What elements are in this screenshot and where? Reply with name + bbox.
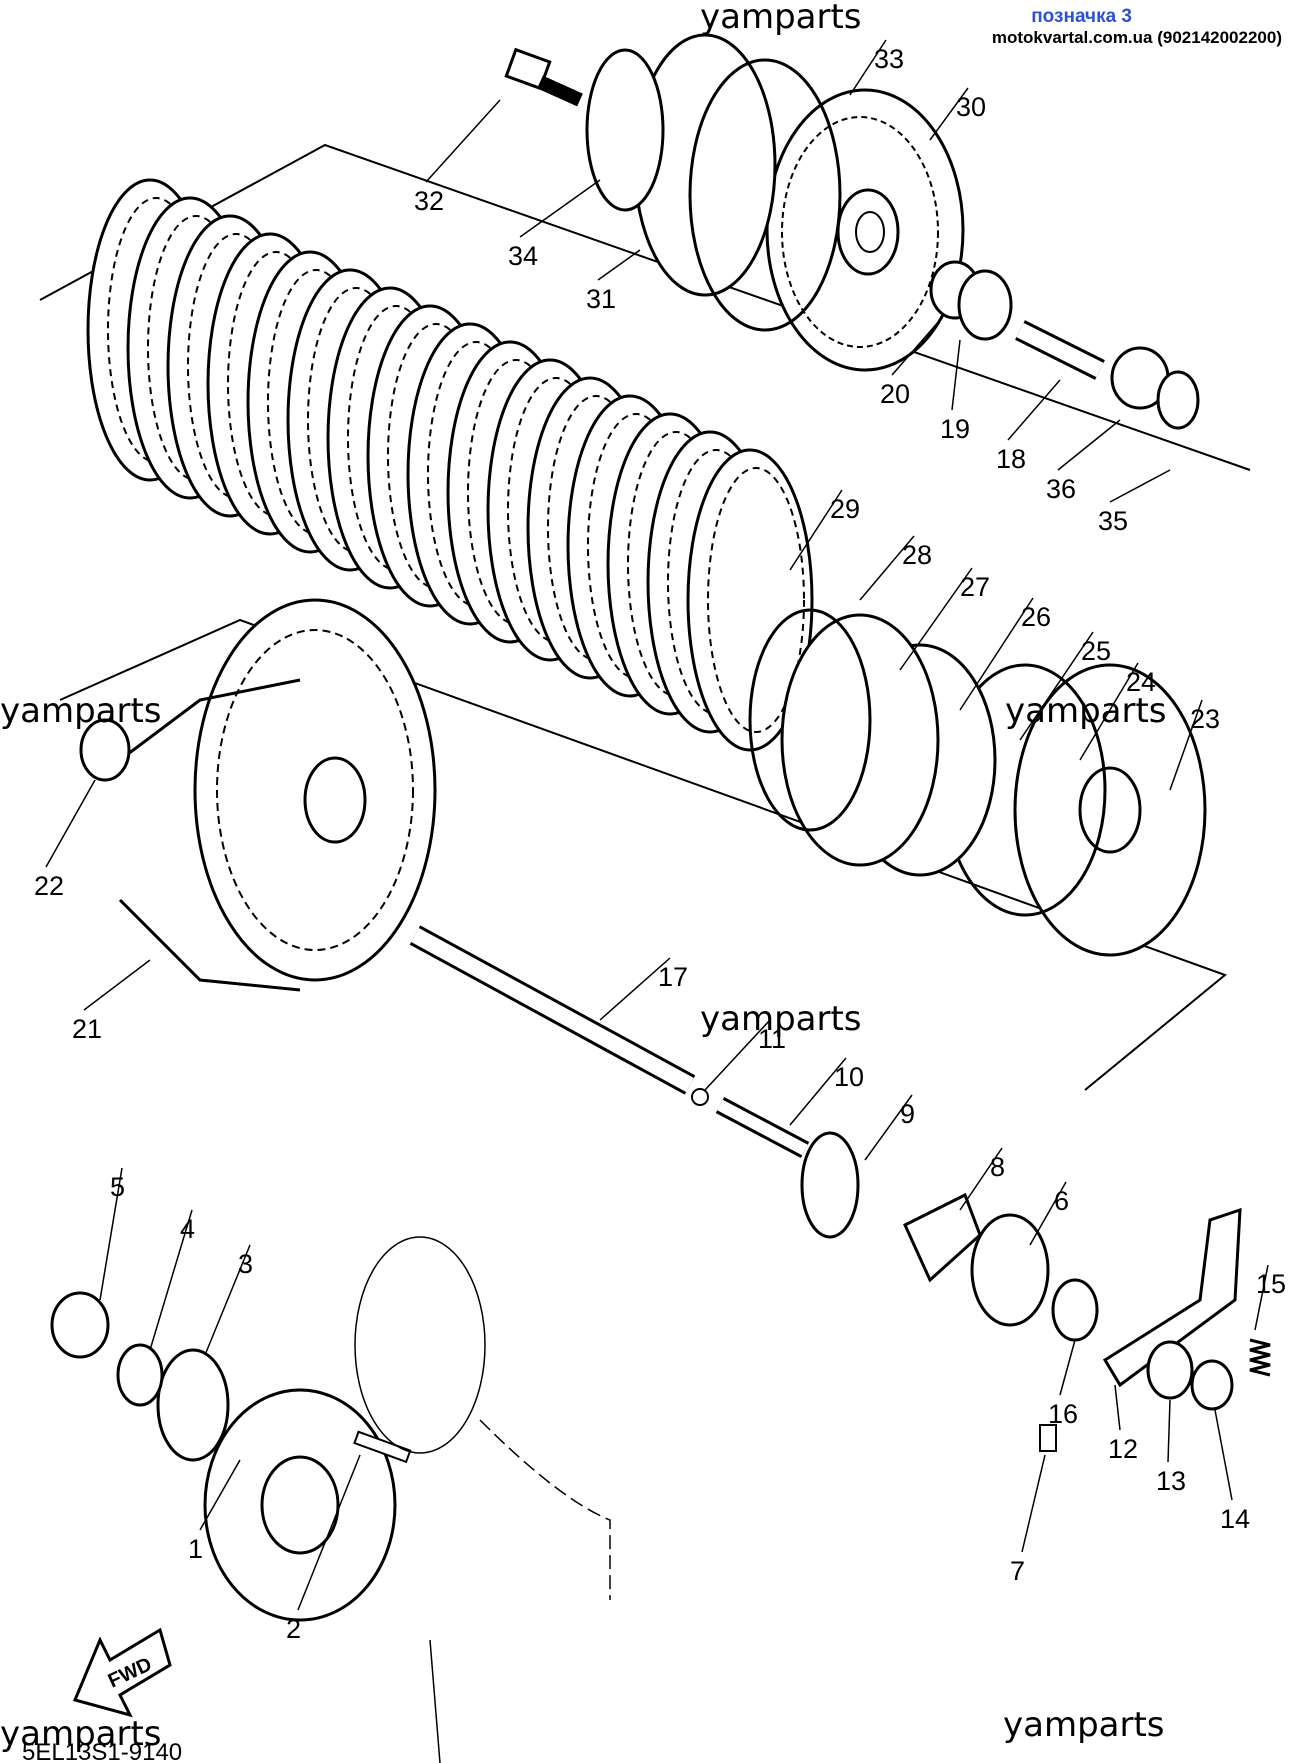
leader-line-20 <box>891 319 941 376</box>
callout-6: 6 <box>1054 1186 1069 1216</box>
leader-line-1 <box>199 1459 241 1531</box>
watermark-left: yamparts <box>0 691 162 731</box>
spring-retainer <box>585 48 665 212</box>
callout-34: 34 <box>508 241 538 271</box>
fwd-arrow: FWD <box>72 1627 172 1718</box>
leader-line-9 <box>864 1094 913 1161</box>
callout-4: 4 <box>180 1214 195 1244</box>
leader-line-10 <box>789 1057 847 1126</box>
callout-21: 21 <box>72 1014 102 1044</box>
callout-17: 17 <box>658 962 688 992</box>
callout-30: 30 <box>956 92 986 122</box>
callout-25: 25 <box>1081 636 1111 666</box>
leader-line-32 <box>425 99 501 183</box>
callout-22: 22 <box>34 871 64 901</box>
watermark-top: yamparts <box>700 0 862 37</box>
callout-35: 35 <box>1098 506 1128 536</box>
clutch-boss <box>943 663 1207 957</box>
callout-7: 7 <box>1010 1556 1025 1586</box>
callout-15: 15 <box>1256 1269 1286 1299</box>
leader-line-3 <box>204 1244 251 1356</box>
leader-line-25 <box>1019 631 1094 741</box>
callout-8: 8 <box>990 1152 1005 1182</box>
callout-32: 32 <box>414 186 444 216</box>
leader-line-26 <box>959 597 1034 711</box>
leader-line-13 <box>1167 1399 1171 1463</box>
leader-line-29 <box>789 489 843 571</box>
leader-line-24 <box>1079 662 1139 761</box>
leader-line-17 <box>599 957 671 1021</box>
leader-line-11 <box>704 1019 771 1091</box>
leader-line-33 <box>849 39 887 96</box>
leader-line-31 <box>597 249 641 281</box>
leader-line-14 <box>1214 1409 1233 1501</box>
primary-drive-gear <box>203 1388 397 1622</box>
leader-line-18 <box>1007 379 1061 441</box>
callout-14: 14 <box>1220 1504 1250 1534</box>
bolt <box>504 47 583 107</box>
callout-26: 26 <box>1021 602 1051 632</box>
callout-28: 28 <box>902 540 932 570</box>
leader-line-5 <box>99 1167 123 1301</box>
callout-5: 5 <box>110 1172 125 1202</box>
watermark-right: yamparts <box>1005 691 1167 731</box>
diagram-code: 5EL13S1-9140 <box>22 1739 182 1763</box>
callout-20: 20 <box>880 379 910 409</box>
callout-18: 18 <box>996 444 1026 474</box>
callout-29: 29 <box>830 494 860 524</box>
thrust-washer <box>79 718 131 782</box>
callout-33: 33 <box>874 44 904 74</box>
callout-3: 3 <box>238 1249 253 1279</box>
callout-19: 19 <box>940 414 970 444</box>
leader-line-12 <box>1114 1384 1121 1431</box>
leader-line-23 <box>1169 699 1203 791</box>
clutch-plate <box>686 448 814 752</box>
callout-13: 13 <box>1156 1466 1186 1496</box>
leader-line-21 <box>83 959 151 1011</box>
callout-2: 2 <box>286 1614 301 1644</box>
callout-11: 11 <box>758 1024 786 1054</box>
clutch-plate-stack <box>86 178 814 752</box>
leader-line-27 <box>899 567 973 671</box>
callout-36: 36 <box>1046 474 1076 504</box>
callout-12: 12 <box>1108 1434 1138 1464</box>
header-site: motokvartal.com.ua (902142002200) <box>991 28 1282 47</box>
callout-1: 1 <box>188 1534 203 1564</box>
leader-line-28 <box>859 535 915 601</box>
callout-9: 9 <box>900 1099 915 1129</box>
leader-line-22 <box>45 779 96 868</box>
clutch-housing <box>118 598 437 992</box>
callout-24: 24 <box>1126 667 1156 697</box>
clutch-hub-boundary <box>59 618 1227 1091</box>
leader-line-15 <box>1254 1264 1269 1331</box>
callout-23: 23 <box>1190 704 1220 734</box>
leader-line-16 <box>1059 1339 1076 1396</box>
leader-line-4 <box>149 1209 193 1351</box>
leader-line-19 <box>951 339 961 411</box>
leader-line-35 <box>1109 469 1171 503</box>
callout-31: 31 <box>586 284 616 314</box>
watermark-center: yamparts <box>700 999 862 1039</box>
watermark-bottom-left: yamparts <box>0 1714 162 1754</box>
callout-27: 27 <box>960 572 990 602</box>
leader-line-36 <box>1057 419 1121 471</box>
leader-line-7 <box>1021 1454 1046 1553</box>
leader-line-2 <box>297 1454 361 1611</box>
header-title: позначка 3 <box>1031 6 1132 27</box>
leader-line-8 <box>959 1147 1003 1211</box>
leader-line-34 <box>519 179 601 238</box>
callout-10: 10 <box>834 1062 864 1092</box>
leader-line-30 <box>929 87 969 141</box>
clutch-plate-inner-teeth <box>707 467 805 733</box>
watermark-bottom-right: yamparts <box>1003 1705 1165 1745</box>
leader-line-6 <box>1029 1181 1067 1246</box>
callout-16: 16 <box>1048 1399 1078 1429</box>
